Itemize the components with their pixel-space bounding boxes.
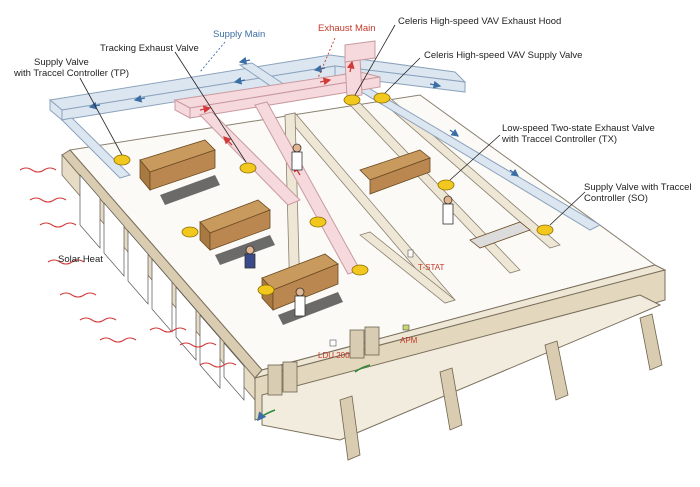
worker-icon xyxy=(244,245,256,269)
worker-icon xyxy=(291,143,303,171)
supply-valve-so-icon xyxy=(536,224,554,236)
celeris-supply-valve-label: Celeris High-speed VAV Supply Valve xyxy=(424,50,583,61)
bench-shadows xyxy=(160,175,343,325)
supply-valve-so-label-line2: Controller (SO) xyxy=(584,193,648,204)
exhaust-main-label: Exhaust Main xyxy=(318,23,376,34)
valves xyxy=(113,92,554,296)
celeris-supply-valve-icon xyxy=(373,92,391,104)
t-stat-device xyxy=(407,249,414,258)
lowspeed-exhaust-valve-label-line1: Low-speed Two-state Exhaust Valve xyxy=(502,123,655,134)
front-doors xyxy=(267,326,380,396)
apm-device xyxy=(402,324,410,331)
supply-valve-tp-label-line1: Supply Valve xyxy=(34,57,89,68)
worker-icon xyxy=(442,195,454,225)
apm-label: APM xyxy=(400,336,418,345)
wall-fins xyxy=(339,313,663,461)
lab-workers xyxy=(244,143,454,317)
leader-lines xyxy=(79,24,586,226)
supply-valve-so-label-line1: Supply Valve with Traccel xyxy=(584,182,692,193)
ldu-device xyxy=(329,339,337,347)
dashed-leaders xyxy=(199,37,336,79)
tracking-exhaust-valve-icon xyxy=(239,162,257,174)
lab-benches xyxy=(139,139,531,312)
windows xyxy=(79,174,245,401)
worker-icon xyxy=(294,287,306,317)
supply-valve-tp-icon xyxy=(113,154,131,166)
lowspeed-exhaust-valve-icon xyxy=(437,179,455,191)
celeris-exhaust-hood-label: Celeris High-speed VAV Exhaust Hood xyxy=(398,16,562,27)
exit-arrows xyxy=(257,364,371,422)
t-stat-label: T-STAT xyxy=(418,263,445,272)
lowspeed-exhaust-valve-label-line2: with Traccel Controller (TX) xyxy=(502,134,618,145)
celeris-exhaust-hood-valve-icon xyxy=(343,94,361,106)
solar-heat-label: Solar Heat xyxy=(58,254,103,265)
ldu-200-label: LDU 200 xyxy=(318,351,350,360)
tracking-exhaust-valve-label: Tracking Exhaust Valve xyxy=(100,43,199,54)
supply-valve-tp-label-line2: with Traccel Controller (TP) xyxy=(14,68,130,79)
supply-flow-arrows xyxy=(88,56,520,177)
solar-heat-arrows xyxy=(19,167,237,368)
supply-main-label: Supply Main xyxy=(213,29,266,40)
